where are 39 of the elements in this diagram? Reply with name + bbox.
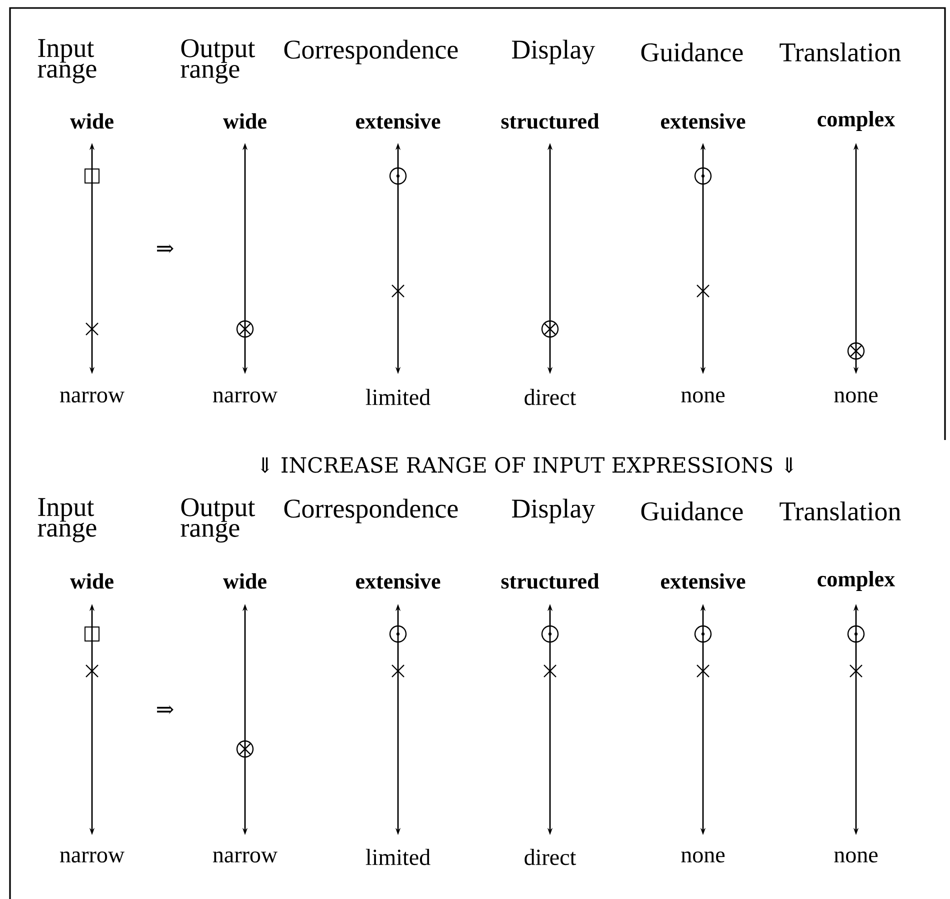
column-heading: Input range [38,39,96,84]
scale-end-label: complex [818,111,895,131]
scale-end-label: narrow [60,851,124,863]
column-heading: Correspondence [284,40,458,64]
column-heading: Guidance [641,42,743,62]
column-heading: Translation [780,502,901,520]
scale-end-label: none [681,851,725,863]
column-heading: Correspondence [284,498,458,524]
column-heading: Display [512,498,596,524]
scale-end-label: direct [524,388,576,406]
scale-end-label: narrow [212,391,278,403]
column-heading: Translation [780,42,901,62]
scale-end-label: wide [223,113,266,129]
scale-end-label: wide [70,573,114,589]
scale-end-label: extensive [356,113,440,129]
scale-end-label: extensive [356,573,440,589]
column-heading: Guidance [641,502,743,520]
scale-end-label: wide [223,573,266,589]
scale-end-label: extensive [661,113,746,129]
scale-end-label: wide [70,113,114,129]
scale-end-label: narrow [212,851,278,863]
column-heading: Output range [180,39,256,84]
column-heading: Display [512,40,596,64]
scale-end-label: limited [366,388,430,406]
scale-end-label: narrow [60,391,124,403]
scale-end-label: none [834,391,878,403]
scale-end-label: extensive [661,573,746,589]
scale-end-label: direct [524,848,576,866]
scale-end-label: none [681,391,725,403]
scale-end-label: complex [818,571,895,591]
scale-end-label: structured [501,113,600,129]
scale-end-label: limited [366,848,430,866]
scale-end-label: none [834,851,878,863]
column-heading: Input range [38,498,96,542]
banner-text: ⇓ INCREASE RANGE OF INPUT EXPRESSIONS ⇓ [260,457,794,473]
scale-end-label: structured [501,573,600,589]
implies-arrow: ⇒ [157,705,174,714]
column-heading: Output range [180,498,256,543]
implies-arrow: ⇒ [157,244,174,254]
